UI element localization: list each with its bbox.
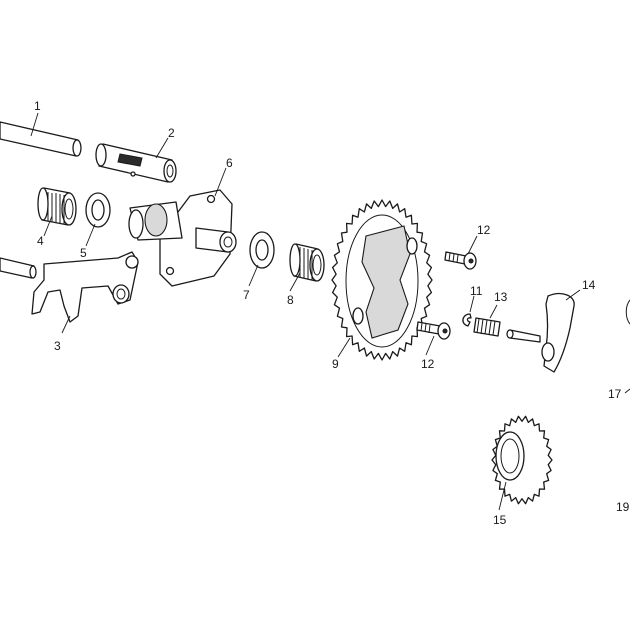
callout-labels: 1 2 3 4 5 6 7 8 9 11 12 12 13 14 15 17 1…	[34, 99, 630, 527]
part-1-shaft	[0, 121, 82, 157]
callout-7: 7	[243, 288, 250, 302]
callout-6: 6	[226, 156, 233, 170]
callout-15: 15	[493, 513, 507, 527]
callout-17: 17	[608, 387, 622, 401]
part-5-washer	[85, 192, 111, 228]
callout-5: 5	[80, 246, 87, 260]
callout-1: 1	[34, 99, 41, 113]
part-2-sleeve	[95, 143, 177, 183]
callout-8: 8	[287, 293, 294, 307]
callout-12-lower: 12	[421, 357, 435, 371]
callout-11: 11	[470, 284, 483, 298]
part-11-circlip	[462, 313, 472, 327]
part-12-screw-upper	[444, 251, 477, 270]
part-12-screw-lower	[416, 321, 451, 340]
callout-3: 3	[54, 339, 61, 353]
callout-12-upper: 12	[477, 223, 491, 237]
part-6-camshaft-plate	[128, 189, 237, 287]
part-edge-fragments	[625, 299, 630, 325]
callout-14: 14	[582, 278, 596, 292]
part-15-gear	[491, 415, 553, 505]
part-8-needle-bearing	[289, 243, 325, 282]
part-4-needle-bearing	[37, 187, 77, 226]
callout-2: 2	[168, 126, 175, 140]
callout-4: 4	[37, 234, 44, 248]
part-9-sprocket	[331, 199, 433, 361]
callout-13: 13	[494, 290, 508, 304]
part-3-shift-fork	[0, 251, 139, 323]
part-14-selector-lever	[506, 292, 575, 373]
callout-19: 19	[616, 500, 630, 514]
leader-lines	[30, 112, 630, 511]
part-13-spring	[473, 317, 501, 337]
callout-9: 9	[332, 357, 339, 371]
part-7-washer	[249, 231, 275, 269]
